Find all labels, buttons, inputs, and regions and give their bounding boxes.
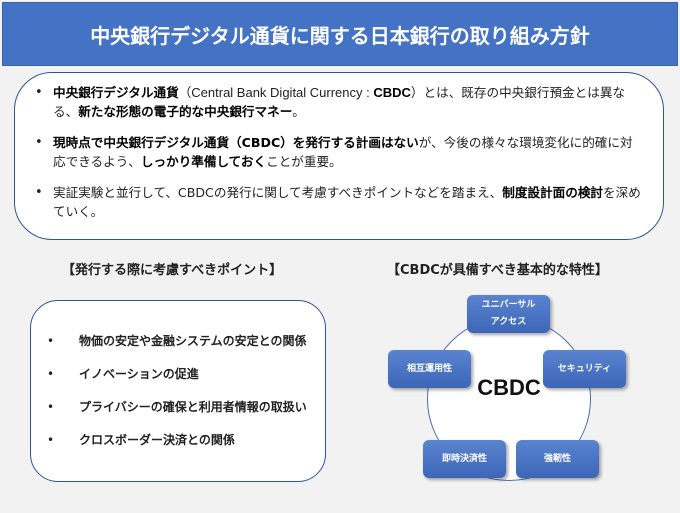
feature-node-label: セキュリティ [557,363,612,374]
point-item: 物価の安定や金融システムの安定との関係 [47,333,325,349]
point-item: イノベーションの促進 [47,366,325,382]
emphasis-text: 新たな形態の電子的な中央銀行マネー [78,104,293,119]
feature-node-instant-settlement: 即時決済性 [423,440,506,478]
emphasis-text: 現時点で中央銀行デジタル通貨（CBDC）を発行する計画はない [53,135,419,150]
summary-bullet-2: 現時点で中央銀行デジタル通貨（CBDC）を発行する計画はないが、今後の様々な環境… [33,133,641,171]
cbdc-center-label: CBDC [477,375,541,400]
title-banner: 中央銀行デジタル通貨に関する日本銀行の取り組み方針 [2,2,678,66]
emphasis-text: CBDC [373,85,411,100]
point-item: プライバシーの確保と利用者情報の取扱い [47,399,325,415]
feature-node-label: ユニバーサル [481,300,536,310]
body-text: ）とは、既存の中央銀行預金とは異なる、 [53,85,626,119]
feature-node-label: 強靭性 [543,453,571,464]
summary-bullet-3: 実証実験と並行して、CBDCの発行に関して考慮すべきポイントなどを踏まえ、制度設… [33,183,641,221]
body-text: 。 [292,104,305,119]
emphasis-text: 中央銀行デジタル通貨 [53,85,179,100]
feature-node-label: 即時決済性 [441,453,487,464]
body-text: 実証実験と並行して、CBDCの発行に関して考慮すべきポイントなどを踏まえ、 [53,185,503,200]
emphasis-text: しっかり準備しておく [140,154,267,169]
features-heading: 【CBDCが具備すべき基本的な特性】 [387,263,608,278]
body-text: Central Bank Digital Currency : [191,85,374,100]
points-heading: 【発行する際に考慮すべきポイント】 [62,263,283,278]
page-title: 中央銀行デジタル通貨に関する日本銀行の取り組み方針 [90,23,590,48]
feature-node-universal-access: ユニバーサル アクセス [467,295,550,333]
point-item: クロスボーダー決済との関係 [47,432,325,448]
body-text: が、今後の様々な環境変化に的確に対応できるよう、 [53,135,633,169]
summary-box: 中央銀行デジタル通貨（Central Bank Digital Currency… [14,72,664,240]
cbdc-features-diagram: CBDC ユニバーサル アクセス セキュリティ 強靭性 即時決済性 相互運用性 [370,285,640,495]
summary-bullet-1: 中央銀行デジタル通貨（Central Bank Digital Currency… [33,83,641,121]
feature-node-label: 相互運用性 [406,363,452,374]
points-box: 物価の安定や金融システムの安定との関係 イノベーションの促進 プライバシーの確保… [30,300,326,482]
body-text: ことが重要。 [266,154,342,169]
emphasis-text: 制度設計面の検討 [502,185,603,200]
feature-node-security: セキュリティ [543,350,626,388]
feature-node-interoperability: 相互運用性 [388,350,471,388]
body-text: （ [178,85,192,100]
body-text: を深めていく。 [53,185,641,219]
feature-node-label: アクセス [490,317,527,327]
feature-node-resilience: 強靭性 [516,440,599,478]
